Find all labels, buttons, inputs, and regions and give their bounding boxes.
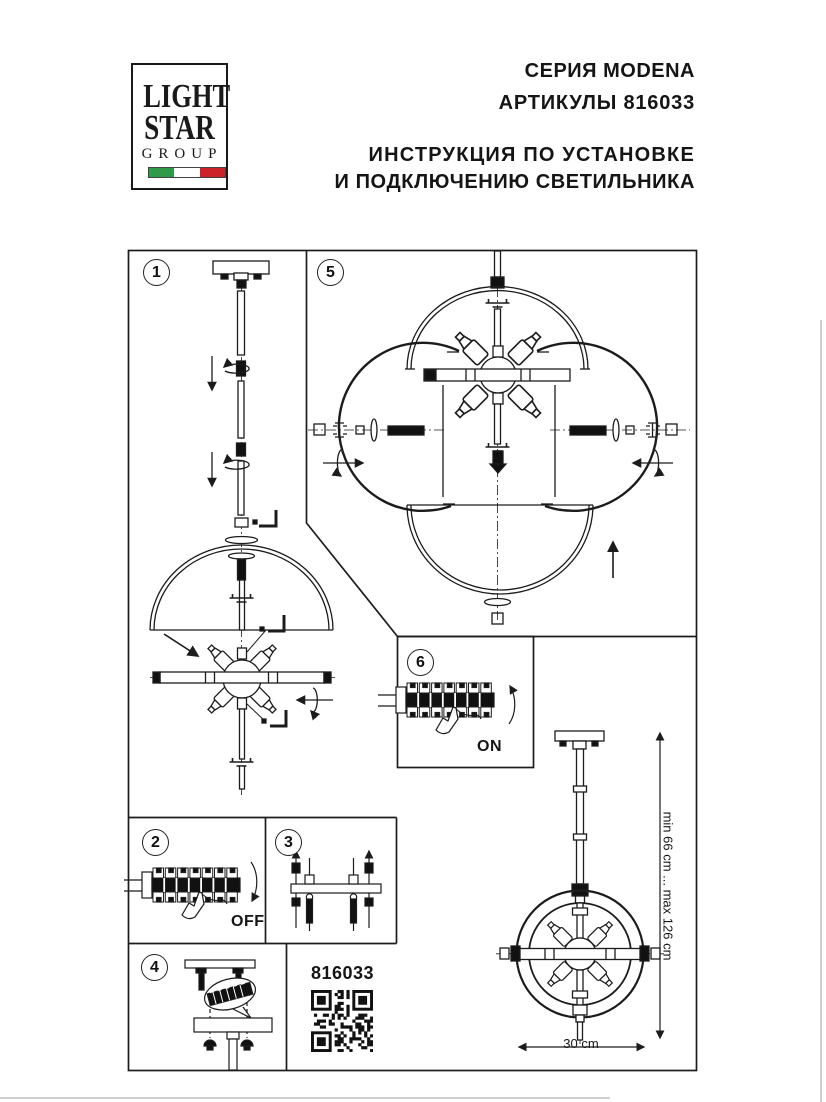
step4-canopy-wiring [184, 959, 273, 1071]
side-screw-right [569, 418, 678, 442]
italian-flag-stripe [148, 167, 226, 178]
scan-edge-right [820, 320, 822, 1102]
flag-white [174, 168, 200, 177]
lamp-hub [150, 641, 335, 717]
doc-title-line1: ИНСТРУКЦИЯ ПО УСТАНОВКЕ [368, 144, 695, 166]
step-badge-5: 5 [317, 259, 344, 286]
step-badge-4: 4 [141, 954, 168, 981]
lightstar-logo: LIGHT STAR GROUP [131, 63, 231, 190]
step-number: 1 [152, 263, 161, 281]
rotate-arrow [631, 449, 673, 477]
side-screw-left [313, 418, 425, 442]
lamp-hub [423, 328, 571, 422]
wiring-magnifier [203, 977, 257, 1019]
article-number: АРТИКУЛЫ 816033 [498, 92, 695, 114]
logo-word-group: GROUP [141, 146, 223, 162]
step1-rod-assembly [149, 260, 335, 795]
step-number: 5 [326, 263, 335, 281]
article-code-label: 816033 [311, 963, 375, 983]
step5-shade-assembly [308, 250, 690, 625]
step-number: 3 [284, 833, 293, 851]
turn-on-arrow [508, 684, 518, 725]
step-badge-2: 2 [142, 829, 169, 856]
step-number: 6 [416, 653, 425, 671]
top-dome-shade [405, 285, 590, 370]
rotate-arrow [207, 356, 250, 392]
series-title: СЕРИЯ MODENA [524, 60, 695, 82]
flag-red [199, 168, 225, 177]
turn-off-arrow [250, 861, 260, 903]
bottom-bowl-shade [406, 504, 594, 595]
step-number: 2 [151, 833, 160, 851]
step2-breaker-off [123, 861, 260, 920]
breaker-on-label: ON [477, 738, 502, 755]
step-badge-1: 1 [143, 259, 170, 286]
breaker-off-label: OFF [231, 913, 265, 930]
step3-mounting-bar [290, 849, 382, 931]
qr-code [311, 990, 373, 1052]
step-badge-6: 6 [407, 649, 434, 676]
step-badge-3: 3 [275, 829, 302, 856]
height-range-label: min 66 cm ... max 126 cm [660, 811, 676, 961]
flag-green [149, 168, 175, 177]
logo-word-star: STAR [144, 108, 215, 147]
rotate-arrow [323, 449, 365, 477]
panel-borders [127, 249, 698, 1072]
rotate-arrow [207, 452, 250, 488]
step6-breaker-on [377, 682, 518, 735]
assembled-lamp [496, 730, 665, 1052]
rotate-arrow [295, 687, 333, 721]
step-number: 4 [150, 958, 159, 976]
doc-title-line2: И ПОДКЛЮЧЕНИЮ СВЕТИЛЬНИКА [334, 171, 695, 193]
diameter-label: 30 cm [563, 1036, 599, 1051]
logo-word-light: LIGHT [143, 78, 231, 115]
scan-edge-bottom [0, 1097, 610, 1099]
